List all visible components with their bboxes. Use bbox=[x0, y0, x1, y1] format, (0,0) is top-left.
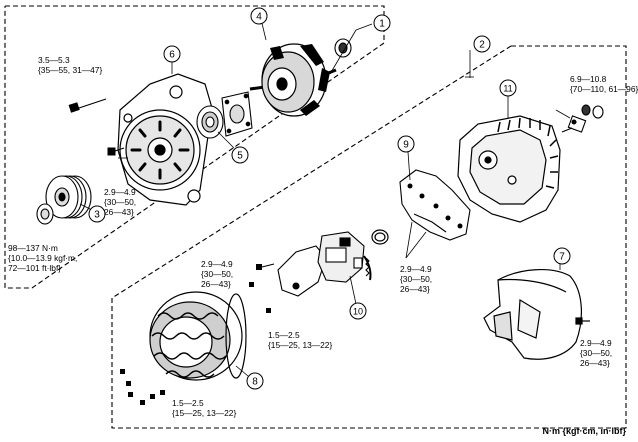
callout-4: 4 bbox=[250, 7, 268, 25]
group-1-boundary bbox=[4, 5, 385, 289]
callout-9: 9 bbox=[397, 135, 415, 153]
callout-1-label: 1 bbox=[379, 19, 385, 30]
torque-terminal: 6.9—10.8 {70—110, 61—96} bbox=[570, 74, 638, 94]
units-legend: N·m {kgf·cm, in·lbf} bbox=[542, 426, 626, 436]
torque-terminal-line2: {70—110, 61—96} bbox=[570, 84, 638, 94]
callout-4-label: 4 bbox=[256, 12, 262, 23]
torque-regulator-line1: 2.9—4.9 bbox=[201, 259, 233, 269]
callout-10: 10 bbox=[349, 302, 367, 320]
callout-7-label: 7 bbox=[559, 252, 565, 263]
rear-cover-part bbox=[483, 269, 590, 360]
torque-rectifier-line2: {30—50, bbox=[400, 274, 433, 284]
o-ring-part bbox=[371, 229, 389, 245]
pulley-nut-part bbox=[36, 203, 54, 225]
torque-pulley-nut: 98—137 N·m {10.0—13.9 kgf·m, 72—101 ft·l… bbox=[8, 243, 77, 273]
torque-stator-line2: {15—25, 13—22} bbox=[172, 408, 237, 418]
torque-rear-cover-line2: {30—50, bbox=[580, 348, 613, 358]
callout-1: 1 bbox=[373, 14, 391, 32]
torque-regulator: 2.9—4.9 {30—50, 26—43} bbox=[201, 259, 233, 289]
torque-front-bracket-line2: {30—50, bbox=[104, 197, 137, 207]
torque-front-bracket-line1: 2.9—4.9 bbox=[104, 187, 136, 197]
brush-spring-part bbox=[365, 257, 370, 277]
rotor-part bbox=[249, 43, 337, 117]
torque-rear-cover: 2.9—4.9 {30—50, 26—43} bbox=[580, 338, 612, 368]
callout-10-label: 10 bbox=[353, 307, 363, 317]
torque-regulator-line3: 26—43} bbox=[201, 279, 231, 289]
callout-11: 11 bbox=[499, 79, 517, 97]
rectifier-part bbox=[399, 169, 471, 241]
torque-rectifier-line1: 2.9—4.9 bbox=[400, 264, 432, 274]
bearing-retainer-part bbox=[221, 91, 253, 137]
leader-lines bbox=[79, 14, 571, 377]
callout-3: 3 bbox=[88, 205, 106, 223]
torque-through-bolt: 3.5—5.3 {35—55, 31—47} bbox=[38, 55, 102, 75]
callout-7: 7 bbox=[553, 247, 571, 265]
torque-stator: 1.5—2.5 {15—25, 13—22} bbox=[172, 398, 236, 418]
torque-rectifier: 2.9—4.9 {30—50, 26—43} bbox=[400, 264, 432, 294]
callout-11-label: 11 bbox=[503, 84, 512, 94]
terminal-bolt-part bbox=[561, 104, 604, 133]
torque-pulley-nut-line1: 98—137 N·m bbox=[8, 243, 58, 253]
callout-5: 5 bbox=[231, 146, 249, 164]
front-bracket-bolt-part bbox=[107, 147, 125, 156]
torque-stator-line1: 1.5—2.5 bbox=[172, 398, 204, 408]
torque-rear-cover-line3: 26—43} bbox=[580, 358, 610, 368]
rear-bearing-part bbox=[334, 38, 352, 58]
torque-brush-holder-line2: {15—25, 13—22} bbox=[268, 340, 333, 350]
callout-2: 2 bbox=[473, 35, 491, 53]
stator-part bbox=[149, 291, 247, 381]
callout-3-label: 3 bbox=[94, 210, 100, 221]
torque-rectifier-line3: 26—43} bbox=[400, 284, 430, 294]
torque-terminal-line1: 6.9—10.8 bbox=[570, 74, 607, 84]
torque-front-bracket: 2.9—4.9 {30—50, 26—43} bbox=[104, 187, 136, 217]
pulley-part bbox=[45, 175, 92, 219]
torque-pulley-nut-line3: 72—101 ft·lbf} bbox=[8, 263, 62, 273]
voltage-regulator-part bbox=[277, 231, 372, 297]
rear-bracket-part bbox=[457, 115, 561, 223]
torque-rear-cover-line1: 2.9—4.9 bbox=[580, 338, 612, 348]
torque-brush-holder-line1: 1.5—2.5 bbox=[268, 330, 300, 340]
torque-through-bolt-line2: {35—55, 31—47} bbox=[38, 65, 103, 75]
torque-front-bracket-line3: 26—43} bbox=[104, 207, 134, 217]
torque-brush-holder: 1.5—2.5 {15—25, 13—22} bbox=[268, 330, 332, 350]
callout-6: 6 bbox=[163, 45, 181, 63]
through-bolt-part bbox=[68, 98, 107, 113]
torque-through-bolt-line1: 3.5—5.3 bbox=[38, 55, 70, 65]
torque-regulator-line2: {30—50, bbox=[201, 269, 234, 279]
front-bearing-part bbox=[196, 105, 224, 139]
front-bracket-part bbox=[117, 73, 213, 206]
callout-8: 8 bbox=[246, 372, 264, 390]
stator-screws-part bbox=[120, 369, 165, 405]
callout-2-label: 2 bbox=[479, 40, 485, 51]
callout-8-label: 8 bbox=[252, 377, 258, 388]
callout-5-label: 5 bbox=[237, 151, 243, 162]
group-2-boundary bbox=[111, 45, 627, 429]
callout-9-label: 9 bbox=[403, 140, 409, 151]
torque-pulley-nut-line2: {10.0—13.9 kgf·m, bbox=[8, 253, 78, 263]
regulator-screws-part bbox=[249, 263, 275, 313]
callout-6-label: 6 bbox=[169, 50, 175, 61]
